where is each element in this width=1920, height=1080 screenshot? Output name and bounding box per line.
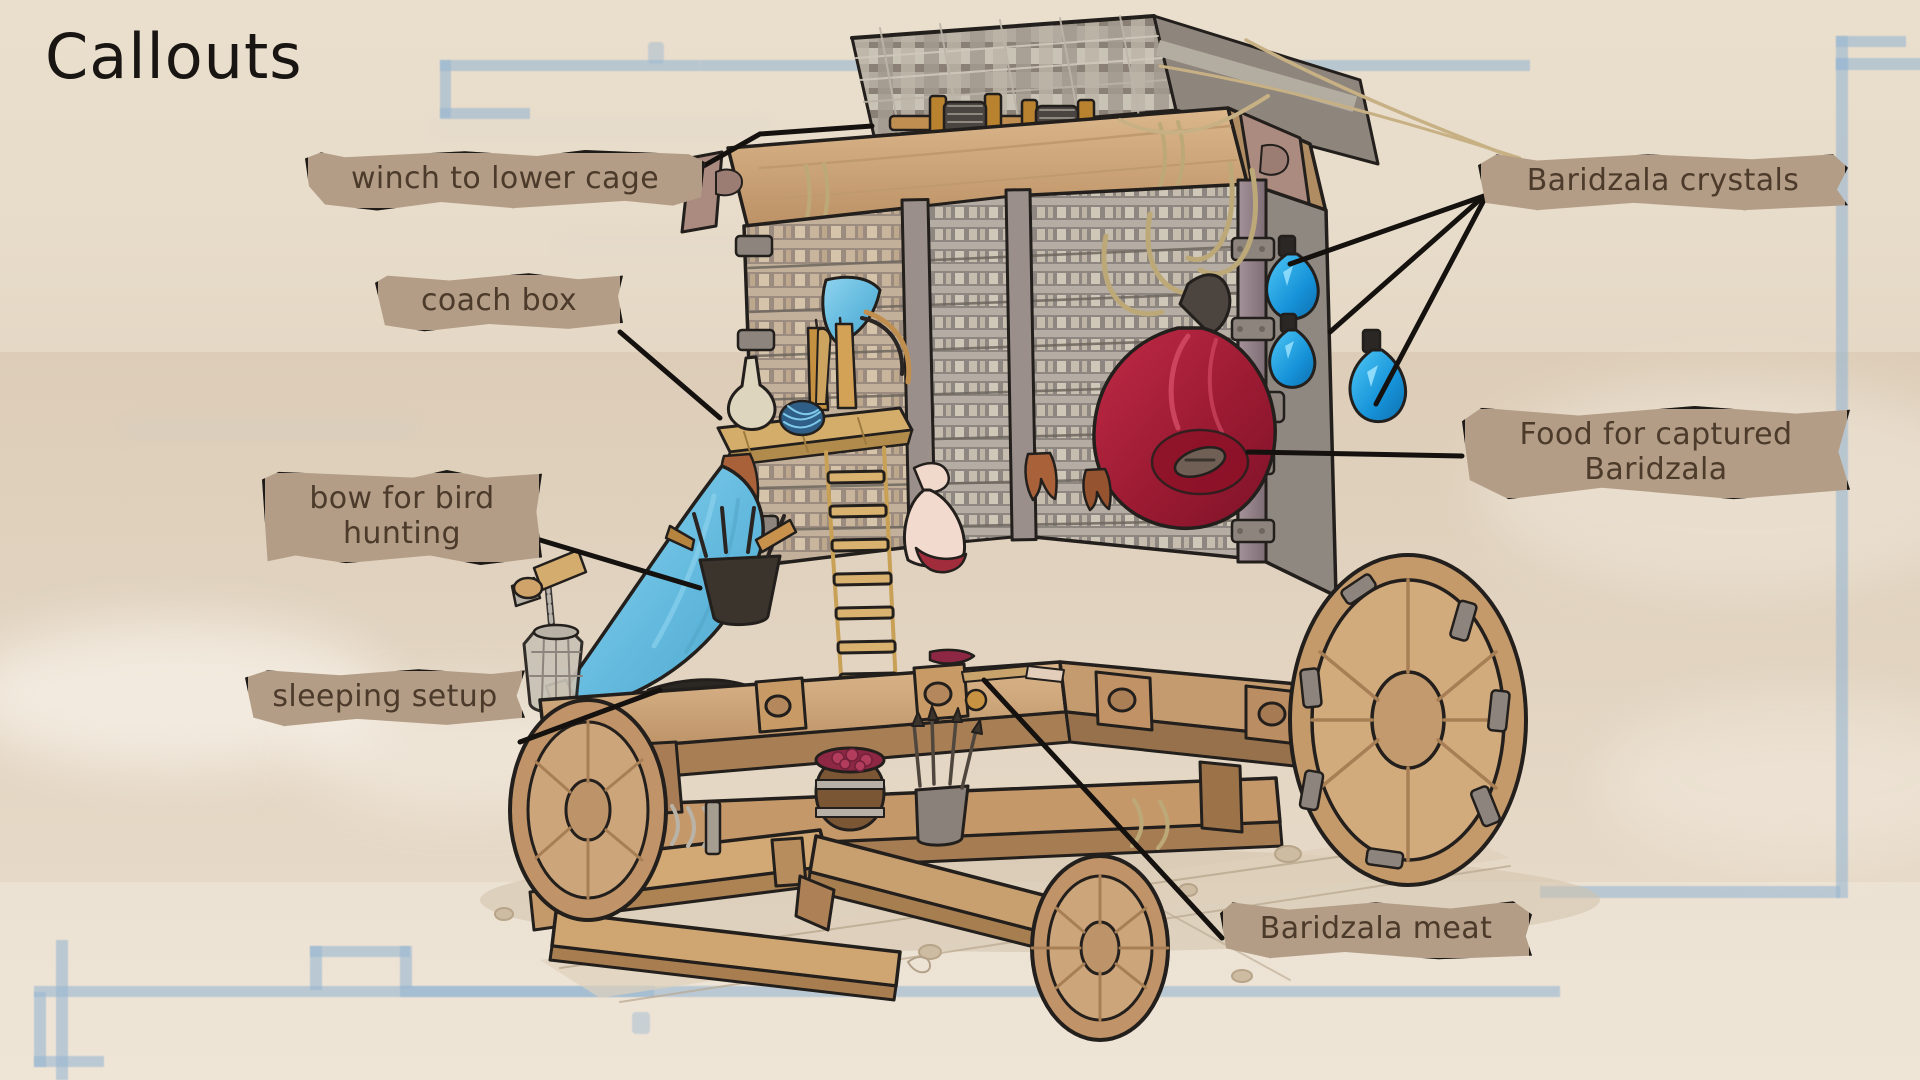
callout-food-for-captured-baridzala[interactable]: Food for captured Baridzala bbox=[1462, 406, 1850, 500]
frame-bottom-horizontal-2 bbox=[400, 986, 1560, 997]
callout-baridzala-crystals[interactable]: Baridzala crystals bbox=[1478, 154, 1848, 211]
sky-smudge-left bbox=[120, 420, 420, 436]
corner-bracket-top-left-step bbox=[440, 108, 530, 119]
page-title: Callouts bbox=[45, 20, 303, 93]
callout-baridzala-meat[interactable]: Baridzala meat bbox=[1220, 901, 1532, 960]
callout-winch-to-lower-cage[interactable]: winch to lower cage bbox=[305, 150, 705, 211]
callout-sleeping-setup[interactable]: sleeping setup bbox=[245, 669, 525, 727]
corner-bracket-top-left-h bbox=[440, 60, 700, 71]
frame-bottom-horizontal bbox=[34, 986, 654, 997]
corner-tick-bottom bbox=[632, 1012, 650, 1034]
callout-coach-box[interactable]: coach box bbox=[375, 273, 623, 332]
corner-tick-top-a bbox=[648, 42, 664, 64]
corner-bracket-top-right-notch bbox=[1836, 36, 1906, 47]
corner-bracket-top-right-v bbox=[1836, 58, 1920, 70]
corner-bracket-bottom-right-h bbox=[1540, 886, 1840, 898]
corner-bracket-bottom-step-up bbox=[310, 946, 322, 990]
corner-bracket-bottom-left-box bbox=[34, 992, 46, 1067]
sky-smudge-mid bbox=[560, 240, 760, 252]
corner-bracket-top-right-h bbox=[1230, 60, 1530, 71]
corner-bracket-top-left-v bbox=[440, 60, 451, 118]
corner-bracket-bottom-left-base bbox=[34, 1056, 104, 1067]
frame-left-vertical bbox=[56, 940, 68, 1080]
callout-bow-for-bird-hunting[interactable]: bow for bird hunting bbox=[262, 470, 542, 565]
sky-smudge-top bbox=[430, 120, 770, 134]
corner-bracket-bottom-step-top bbox=[310, 946, 410, 957]
corner-bracket-bottom-step-down bbox=[400, 946, 412, 988]
